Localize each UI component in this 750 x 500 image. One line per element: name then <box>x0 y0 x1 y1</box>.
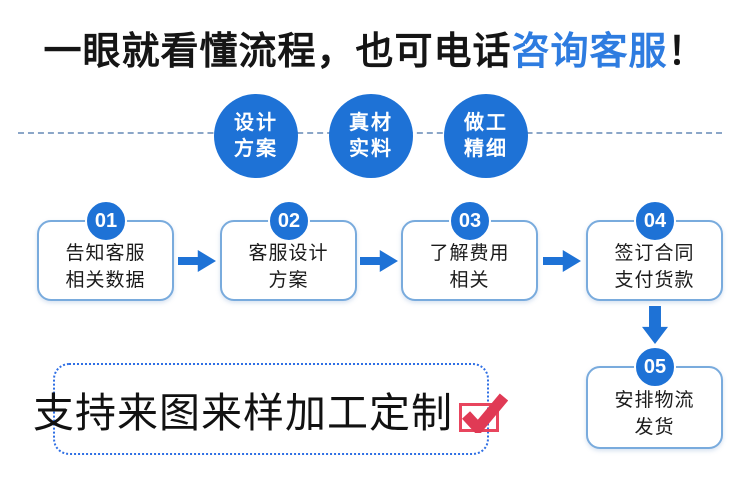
step-label-line2: 相关 <box>449 269 490 291</box>
feature-circle-label: 做工 <box>464 112 508 134</box>
step-label-line1: 签订合同 <box>614 242 695 264</box>
feature-circle-label: 方案 <box>234 138 278 160</box>
step-number: 01 <box>94 209 118 232</box>
step-label-line1: 了解费用 <box>429 242 510 264</box>
arrow-down-icon <box>642 306 668 344</box>
step-label-line1: 安排物流 <box>614 389 695 411</box>
step-badge-03: 03 <box>449 200 491 242</box>
page-title: 一眼就看懂流程，也可电话咨询客服！ <box>0 20 750 75</box>
step-box-01: 告知客服 相关数据 <box>37 220 174 301</box>
step-badge-02: 02 <box>268 200 310 242</box>
feature-circle-row: 设计 方案 真材 实料 做工 精细 <box>214 94 528 178</box>
step-badge-05: 05 <box>634 346 676 388</box>
step-number: 04 <box>643 209 667 232</box>
title-text-exclamation: ！ <box>667 31 707 73</box>
step-label-line1: 告知客服 <box>65 242 146 264</box>
arrow-right-icon <box>360 250 398 272</box>
feature-circle-label: 精细 <box>464 138 508 160</box>
step-number: 03 <box>458 209 482 232</box>
step-number: 05 <box>643 355 667 378</box>
feature-circle-workmanship: 做工 精细 <box>444 94 528 178</box>
custom-order-banner: 支持来图来样加工定制 <box>33 363 508 455</box>
banner-text: 支持来图来样加工定制 <box>33 390 453 436</box>
check-icon <box>459 393 509 435</box>
title-text-left: 一眼就看懂流程，也可电话 <box>43 31 512 73</box>
feature-circle-material: 真材 实料 <box>329 94 413 178</box>
checkmark-glyph <box>462 393 508 433</box>
step-label-line2: 发货 <box>634 416 675 438</box>
step-label-line2: 相关数据 <box>65 269 146 291</box>
step-label-line2: 方案 <box>268 269 309 291</box>
step-badge-04: 04 <box>634 200 676 242</box>
step-label-line2: 支付货款 <box>614 269 695 291</box>
feature-circle-label: 实料 <box>349 138 393 160</box>
feature-circle-label: 真材 <box>349 112 393 134</box>
step-badge-01: 01 <box>85 200 127 242</box>
title-text-highlight: 咨询客服 <box>511 31 668 73</box>
arrow-right-icon <box>543 250 581 272</box>
step-label-line1: 客服设计 <box>248 242 329 264</box>
arrow-right-icon <box>178 250 216 272</box>
feature-circle-design: 设计 方案 <box>214 94 298 178</box>
feature-circle-label: 设计 <box>234 112 278 134</box>
step-number: 02 <box>277 209 301 232</box>
